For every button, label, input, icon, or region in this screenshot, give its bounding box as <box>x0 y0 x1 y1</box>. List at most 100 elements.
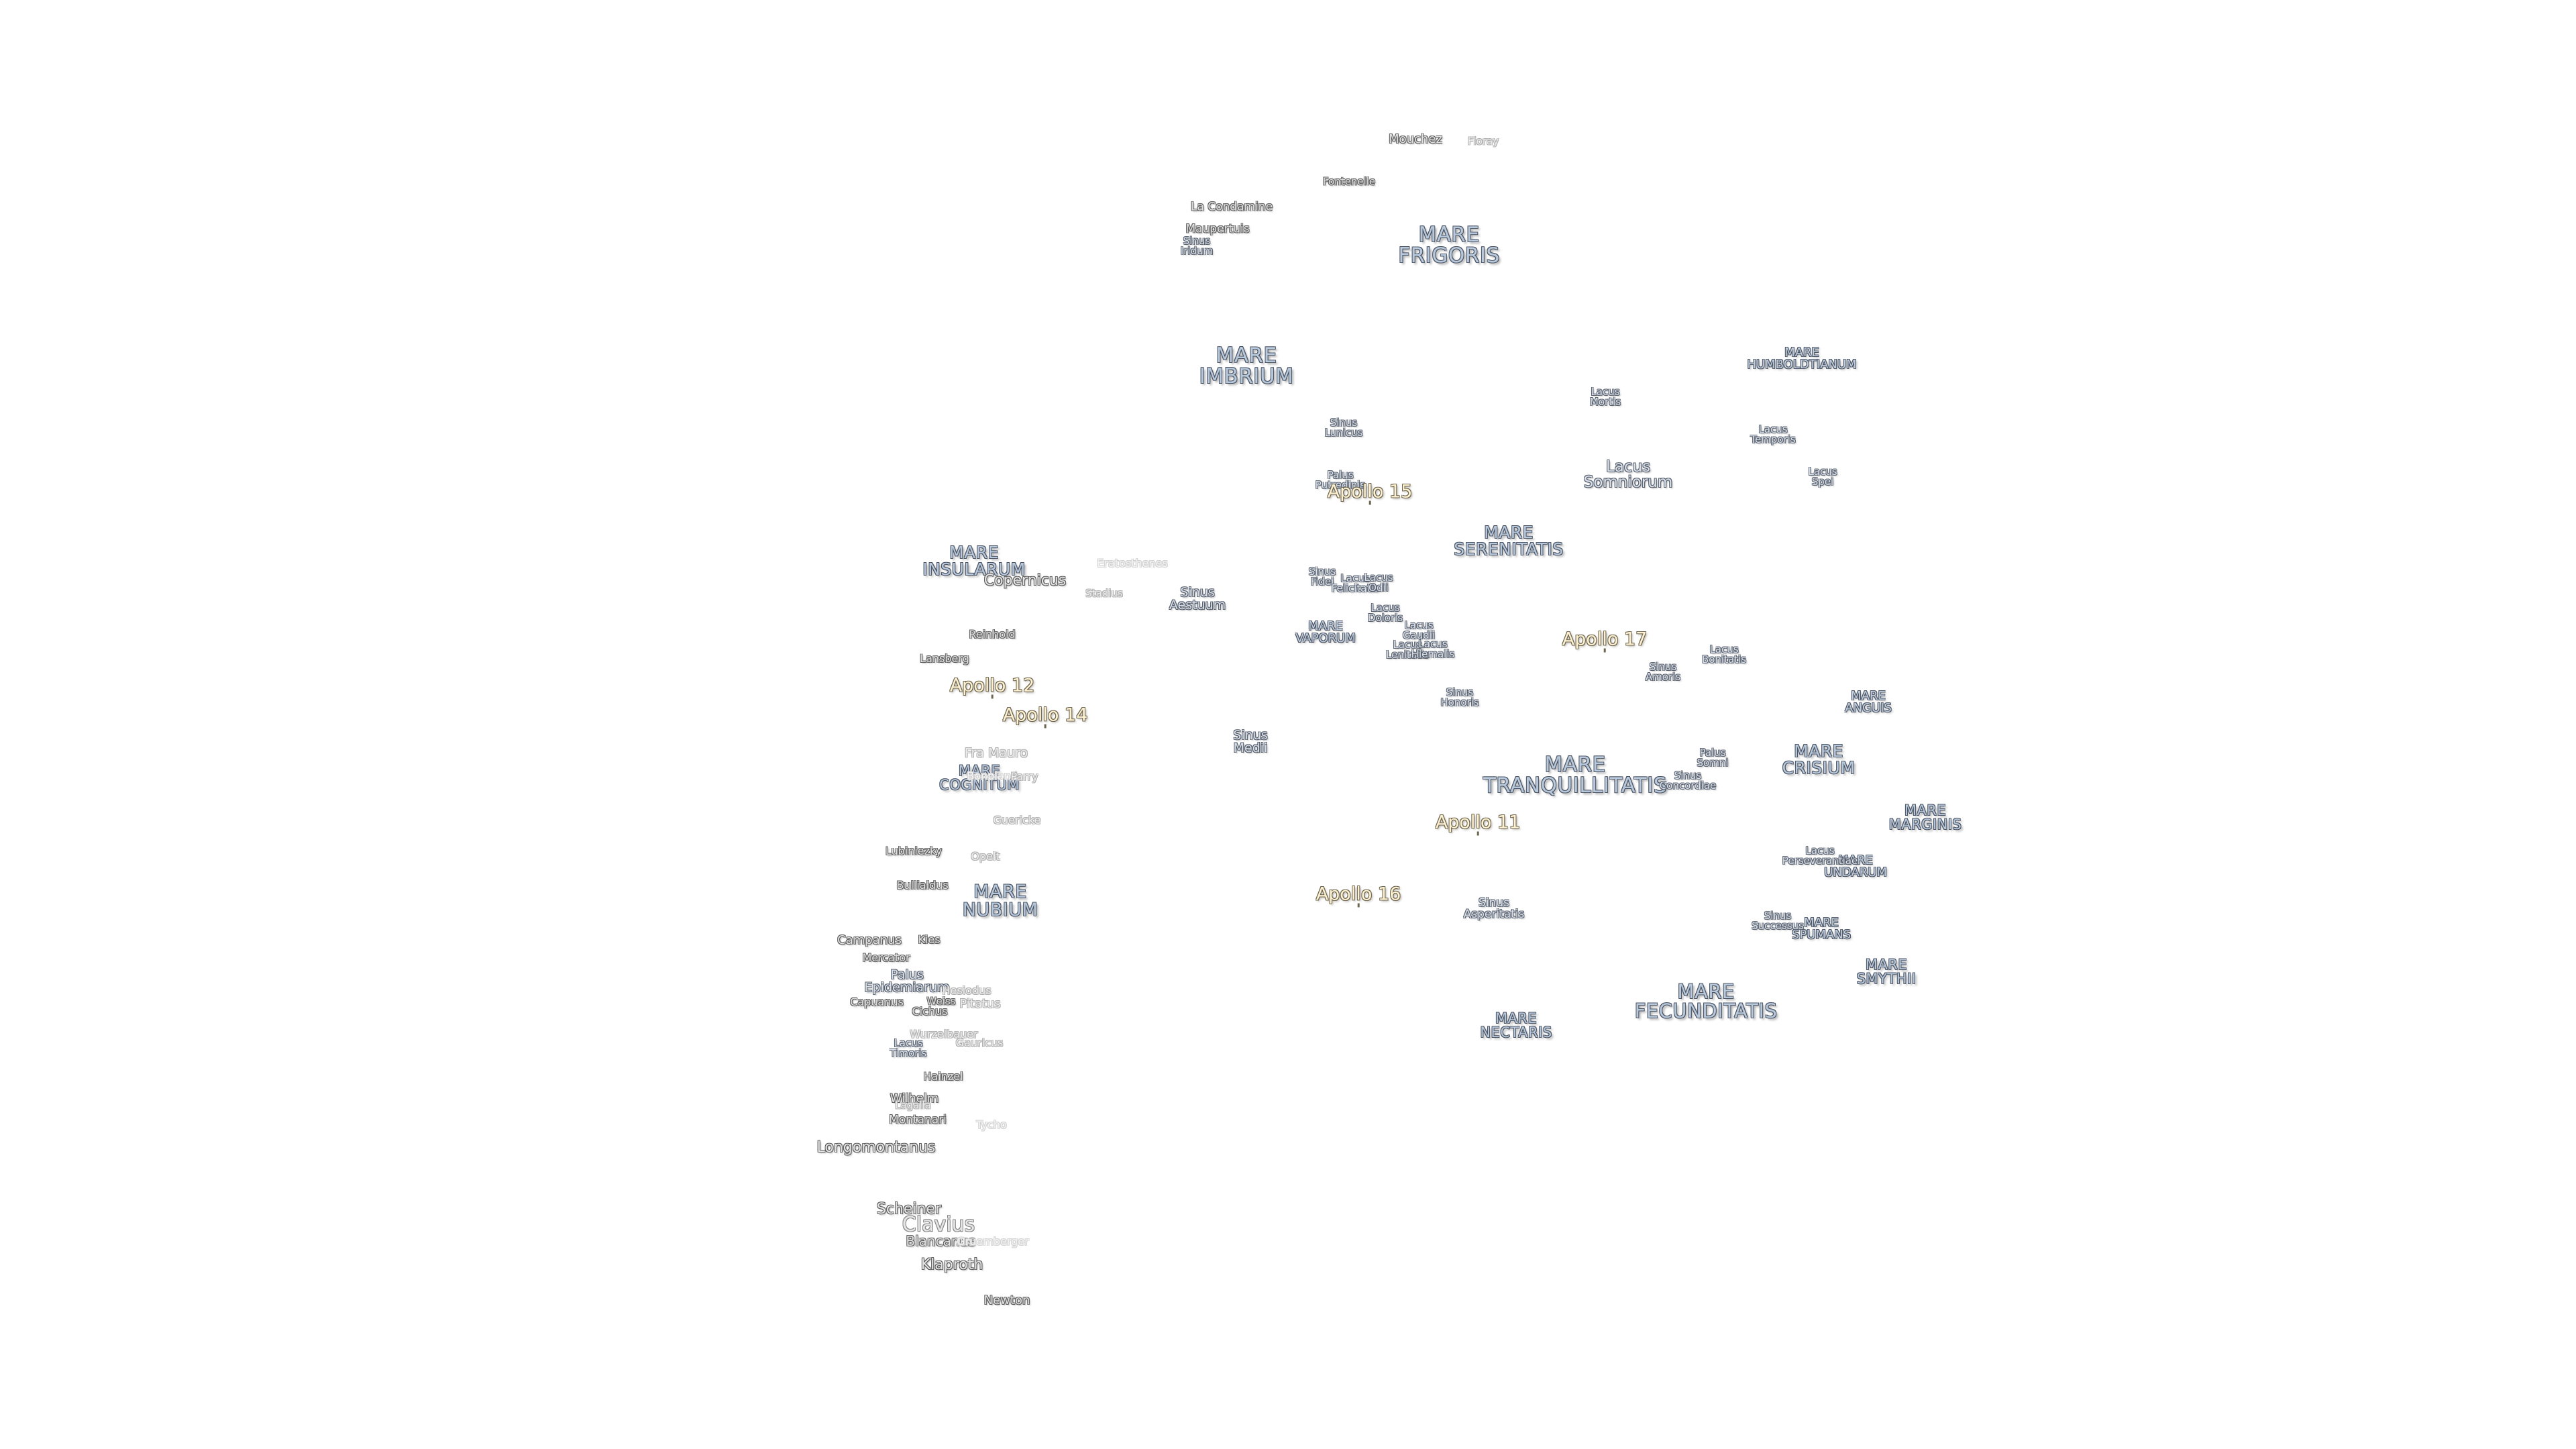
label-apollo-11[interactable]: Apollo 11 <box>1436 814 1520 836</box>
label-crater-opelt[interactable]: Opelt <box>971 850 1000 863</box>
label-crater-kies[interactable]: Kies <box>918 933 941 946</box>
label-crater-fontenelle[interactable]: Fontenelle <box>1322 175 1376 188</box>
label-crater-mercator[interactable]: Mercator <box>862 951 910 964</box>
label-mare-insularum[interactable]: MARE INSULARUM <box>922 543 1026 579</box>
label-crater-stadius[interactable]: Stadius <box>1085 587 1123 600</box>
label-crater-lagalla[interactable]: Lagalla <box>895 1099 931 1112</box>
label-sinus-concordiae[interactable]: Sinus Concordiae <box>1659 769 1717 792</box>
label-mare-marginis[interactable]: MARE MARGINIS <box>1888 802 1962 833</box>
label-crater-floray[interactable]: Floray <box>1467 135 1499 148</box>
label-lacus-spei[interactable]: Lacus Spei <box>1808 466 1837 488</box>
label-crater-scheiner[interactable]: Scheiner <box>876 1201 942 1218</box>
label-lacus-lenitatis[interactable]: Lacus Lenitatis <box>1386 639 1429 661</box>
label-mare-frigoris[interactable]: MARE FRIGORIS <box>1398 223 1500 268</box>
label-crater-hainzel[interactable]: Hainzel <box>923 1070 963 1083</box>
label-lacus-mortis[interactable]: Lacus Mortis <box>1589 386 1621 408</box>
label-apollo-14[interactable]: Apollo 14 <box>1002 704 1088 729</box>
label-lacus-temporis[interactable]: Lacus Temporis <box>1750 423 1796 445</box>
label-lacus-doloris[interactable]: Lacus Doloris <box>1367 602 1403 624</box>
label-crater-lubiniezky[interactable]: Lubiniezky <box>885 845 943 857</box>
label-sinus-aestuum[interactable]: Sinus Aestuum <box>1169 585 1226 612</box>
label-lacus-perseverantiae[interactable]: Lacus Perseverantiae <box>1782 845 1858 867</box>
label-crater-gauricus[interactable]: Gauricus <box>955 1036 1004 1049</box>
label-sinus-fidei[interactable]: Sinus Fidei <box>1308 566 1336 588</box>
label-sinus-successus[interactable]: Sinus Successus <box>1752 910 1804 932</box>
label-lacus-odii[interactable]: Lacus Odii <box>1364 572 1393 594</box>
label-crater-capuanus[interactable]: Capuanus <box>850 996 904 1008</box>
label-sinus-amoris[interactable]: Sinus Amoris <box>1645 661 1681 683</box>
label-sinus-asperitatis[interactable]: Sinus Asperitatis <box>1463 896 1525 921</box>
label-crater-hesiodus[interactable]: Hesiodus <box>942 984 991 997</box>
label-crater-copernicus[interactable]: Copernicus <box>983 572 1067 589</box>
label-mare-humboldtianum[interactable]: MARE HUMBOLDTIANUM <box>1747 345 1857 372</box>
label-mare-anguis[interactable]: MARE ANGUIS <box>1845 689 1892 715</box>
label-palus-putredinis[interactable]: Palus Putredinis <box>1315 469 1366 491</box>
label-sinus-honoris[interactable]: Sinus Honoris <box>1440 686 1479 708</box>
label-lacus-bonitatis[interactable]: Lacus Bonitatis <box>1701 643 1747 665</box>
label-lacus-timoris[interactable]: Lacus Timoris <box>890 1037 927 1059</box>
label-crater-wurzelbauer[interactable]: Wurzelbauer <box>910 1028 978 1040</box>
label-mare-serenitatis[interactable]: MARE SERENITATIS <box>1454 523 1564 559</box>
label-crater-weiss[interactable]: Weiss <box>926 995 956 1008</box>
apollo-17-text: Apollo 17 <box>1562 629 1648 650</box>
label-crater-blancanus[interactable]: Blancanus <box>906 1233 975 1249</box>
label-crater-la-condamine[interactable]: La Condamine <box>1190 200 1273 214</box>
label-crater-klaproth[interactable]: Klaproth <box>920 1256 983 1273</box>
label-crater-reinhold[interactable]: Reinhold <box>969 628 1016 641</box>
label-crater-clavius[interactable]: Clavius <box>902 1213 975 1236</box>
label-mare-nubium[interactable]: MARE NUBIUM <box>962 881 1038 920</box>
label-apollo-17[interactable]: Apollo 17 <box>1562 629 1648 653</box>
label-crater-pitatus[interactable]: Pitatus <box>959 997 1001 1011</box>
label-crater-longomontanus[interactable]: Longomontanus <box>816 1139 936 1156</box>
landing-marker-icon <box>1369 500 1371 505</box>
landing-marker-icon <box>1358 903 1360 908</box>
label-crater-tycho[interactable]: Tycho <box>976 1118 1007 1131</box>
label-mare-undarum[interactable]: MARE UNDARUM <box>1824 853 1887 879</box>
label-lacus-hiemalis[interactable]: Lacus Hiemalis <box>1411 638 1455 660</box>
label-crater-campanus[interactable]: Campanus <box>837 933 902 947</box>
landing-marker-icon <box>1604 648 1606 653</box>
label-apollo-16[interactable]: Apollo 16 <box>1316 883 1401 908</box>
label-lacus-felicitatis[interactable]: Lacus Felicitatis <box>1331 572 1379 594</box>
label-apollo-12[interactable]: Apollo 12 <box>949 675 1035 699</box>
label-crater-guericke[interactable]: Guericke <box>993 814 1041 826</box>
label-lacus-gaudii[interactable]: Lacus Gaudii <box>1402 619 1436 641</box>
label-mare-cognitum[interactable]: MARE COGNITUM <box>939 763 1020 793</box>
label-sinus-medii[interactable]: Sinus Medii <box>1233 728 1268 755</box>
label-mare-tranquillitatis[interactable]: MARE TRANQUILLITATIS <box>1483 753 1668 798</box>
label-apollo-15[interactable]: Apollo 15 <box>1327 481 1413 505</box>
label-mare-smythii[interactable]: MARE SMYTHII <box>1856 957 1917 987</box>
label-crater-cichus[interactable]: Cichus <box>912 1005 948 1018</box>
label-sinus-iridum[interactable]: Sinus Iridum <box>1180 235 1214 257</box>
label-mare-imbrium[interactable]: MARE IMBRIUM <box>1199 343 1294 388</box>
label-crater-bonpland[interactable]: Bonpland <box>967 769 1018 782</box>
apollo-12-text: Apollo 12 <box>949 675 1035 696</box>
label-mare-spumans[interactable]: MARE SPUMANS <box>1791 916 1851 942</box>
label-mare-vaporum[interactable]: MARE VAPORUM <box>1295 619 1356 645</box>
label-crater-gruemberger[interactable]: Gruemberger <box>957 1235 1029 1248</box>
landing-marker-icon <box>1044 724 1046 729</box>
label-crater-newton[interactable]: Newton <box>983 1293 1030 1307</box>
apollo-14-text: Apollo 14 <box>1002 704 1088 726</box>
label-crater-fra-mauro[interactable]: Fra Mauro <box>964 745 1028 761</box>
label-mare-nectaris[interactable]: MARE NECTARIS <box>1480 1010 1552 1040</box>
label-crater-maupertuis[interactable]: Maupertuis <box>1185 222 1250 236</box>
label-mare-fecunditatis[interactable]: MARE FECUNDITATIS <box>1634 980 1778 1022</box>
label-mare-crisium[interactable]: MARE CRISIUM <box>1782 741 1856 777</box>
label-lacus-somniorum[interactable]: Lacus Somniorum <box>1583 458 1673 491</box>
label-crater-eratosthenes[interactable]: Eratosthenes <box>1097 557 1168 570</box>
label-crater-lansberg[interactable]: Lansberg <box>920 652 969 665</box>
label-palus-somni[interactable]: Palus Somni <box>1697 747 1729 769</box>
apollo-15-text: Apollo 15 <box>1327 481 1413 502</box>
label-crater-wilhelm[interactable]: Wilhelm <box>890 1091 939 1106</box>
label-crater-mouchez[interactable]: Mouchez <box>1389 132 1442 146</box>
label-crater-montanari[interactable]: Montanari <box>889 1113 947 1127</box>
label-sinus-lunicus[interactable]: Sinus Lunicus <box>1324 417 1363 439</box>
apollo-16-text: Apollo 16 <box>1316 883 1401 905</box>
label-crater-parry[interactable]: Parry <box>1010 770 1038 783</box>
label-crater-bullialdus[interactable]: Bullialdus <box>896 879 949 892</box>
landing-marker-icon <box>1477 831 1479 836</box>
landing-marker-icon <box>991 694 994 699</box>
label-palus-epidemiarum[interactable]: Palus Epidemiarum <box>864 967 950 995</box>
